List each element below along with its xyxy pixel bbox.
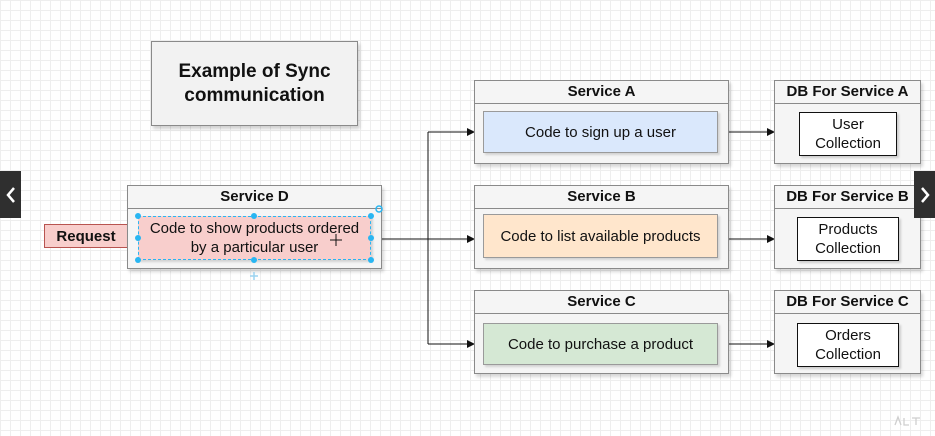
selection-handle-bottom-middle[interactable]	[251, 257, 257, 263]
service-d-title: Service D	[128, 186, 381, 209]
service-a-title: Service A	[475, 81, 728, 104]
service-d-container[interactable]: Service D Code to show products ordered …	[127, 185, 382, 269]
db-b-title: DB For Service B	[775, 186, 920, 209]
request-label[interactable]: Request	[44, 224, 128, 248]
service-b-container[interactable]: Service B Code to list available product…	[474, 185, 729, 269]
db-a-title: DB For Service A	[775, 81, 920, 104]
connection-point-icon[interactable]	[249, 271, 259, 281]
selection-handle-top-right[interactable]	[368, 213, 374, 219]
db-b-container[interactable]: DB For Service B Products Collection	[774, 185, 921, 269]
chevron-right-icon	[920, 186, 930, 203]
previous-slide-button[interactable]	[0, 171, 21, 218]
db-c-title: DB For Service C	[775, 291, 920, 314]
db-c-collection[interactable]: Orders Collection	[797, 323, 899, 367]
selection-handle-bottom-left[interactable]	[135, 257, 141, 263]
selection-handle-bottom-right[interactable]	[368, 257, 374, 263]
db-a-container[interactable]: DB For Service A User Collection	[774, 80, 921, 164]
db-b-collection[interactable]: Products Collection	[797, 217, 899, 261]
watermark-logo-icon	[894, 415, 920, 426]
db-a-collection[interactable]: User Collection	[799, 112, 897, 156]
selection-handle-middle-right[interactable]	[368, 235, 374, 241]
rotate-handle-icon[interactable]	[374, 204, 384, 214]
service-b-title: Service B	[475, 186, 728, 209]
selection-handle-top-middle[interactable]	[251, 213, 257, 219]
selection-handle-middle-left[interactable]	[135, 235, 141, 241]
service-c-container[interactable]: Service C Code to purchase a product	[474, 290, 729, 374]
service-a-container[interactable]: Service A Code to sign up a user	[474, 80, 729, 164]
service-c-title: Service C	[475, 291, 728, 314]
selection-handle-top-left[interactable]	[135, 213, 141, 219]
next-slide-button[interactable]	[914, 171, 935, 218]
cursor-move-icon	[330, 234, 342, 246]
service-a-code-block[interactable]: Code to sign up a user	[483, 111, 718, 153]
service-c-code-block[interactable]: Code to purchase a product	[483, 323, 718, 365]
service-b-code-block[interactable]: Code to list available products	[483, 214, 718, 258]
diagram-title[interactable]: Example of Sync communication	[151, 41, 358, 126]
db-c-container[interactable]: DB For Service C Orders Collection	[774, 290, 921, 374]
chevron-left-icon	[5, 186, 15, 203]
